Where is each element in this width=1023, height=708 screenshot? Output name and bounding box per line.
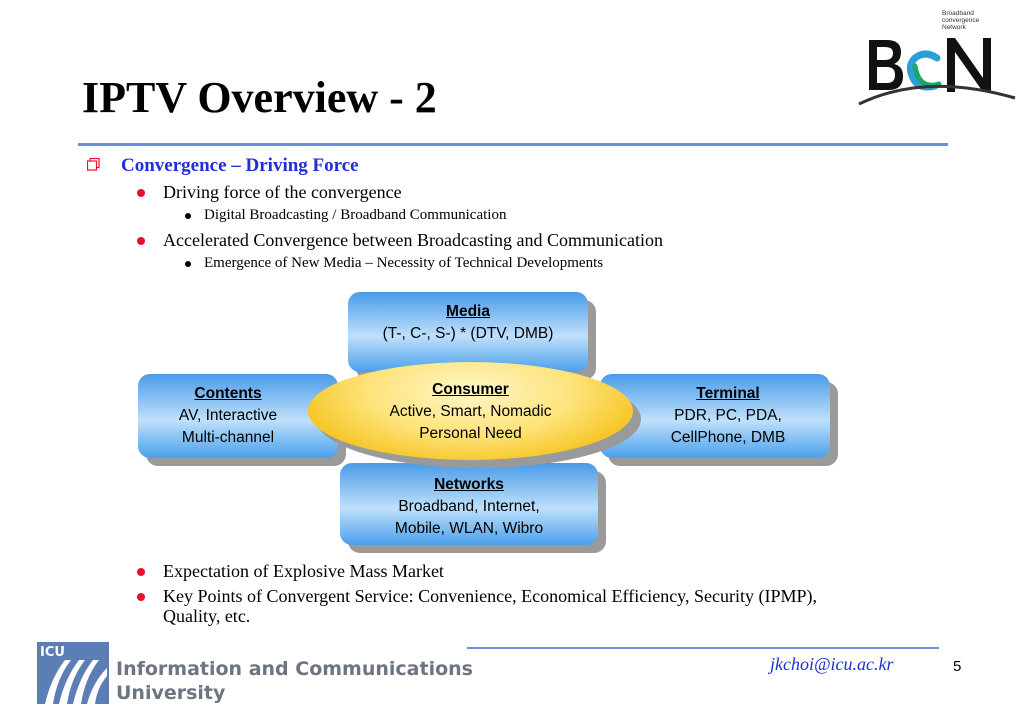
sub-bullet-text: Digital Broadcasting / Broadband Communi…: [204, 207, 507, 223]
icu-logo-icon: ICU: [37, 642, 109, 704]
logo-tagline-line: Broadband: [942, 10, 974, 17]
contents-detail: AV, Interactive: [178, 407, 278, 424]
square-bullet-icon: [87, 158, 100, 171]
media-box: Media (T-, C-, S-) * (DTV, DMB): [348, 292, 588, 372]
bullet-text: Quality, etc.: [163, 606, 251, 626]
bullet-item: Accelerated Convergence between Broadcas…: [137, 230, 663, 251]
section-heading-text: Convergence – Driving Force: [121, 155, 359, 176]
contents-detail: Multi-channel: [181, 429, 275, 446]
consumer-ellipse: Consumer Active, Smart, Nomadic Personal…: [308, 362, 633, 460]
footer-divider: [467, 647, 939, 649]
bcn-logo-icon: [858, 38, 1016, 106]
networks-detail: Broadband, Internet,: [398, 498, 540, 515]
author-email: jkchoi@icu.ac.kr: [770, 654, 894, 674]
sub-bullet-item: Digital Broadcasting / Broadband Communi…: [185, 207, 507, 224]
bullet-text: Driving force of the convergence: [163, 182, 402, 202]
university-name: Information and Communications Universit…: [116, 657, 473, 705]
logo-tagline-line: Network: [942, 24, 966, 31]
contents-box: Contents AV, Interactive Multi-channel: [138, 374, 338, 458]
terminal-heading: Terminal: [696, 385, 760, 402]
bullet-item: Expectation of Explosive Mass Market: [137, 561, 444, 582]
networks-detail: Mobile, WLAN, Wibro: [394, 520, 544, 537]
networks-box: Networks Broadband, Internet, Mobile, WL…: [340, 463, 598, 545]
bullet-text: Key Points of Convergent Service: Conven…: [163, 586, 818, 606]
consumer-heading: Consumer: [432, 381, 509, 398]
sub-bullet-dot-icon: [185, 261, 191, 267]
media-detail: (T-, C-, S-) * (DTV, DMB): [382, 325, 554, 342]
bullet-text: Accelerated Convergence between Broadcas…: [163, 230, 663, 250]
bullet-dot-icon: [137, 593, 145, 601]
sub-bullet-item: Emergence of New Media – Necessity of Te…: [185, 255, 604, 272]
bcn-logo: Broadband convergence Network: [855, 8, 1017, 112]
icu-logo-letters: ICU: [40, 645, 65, 660]
bullet-continuation: Quality, etc.: [163, 606, 250, 627]
bullet-item: Driving force of the convergence: [137, 182, 402, 203]
logo-tagline: Broadband convergence Network: [942, 10, 979, 31]
terminal-detail: CellPhone, DMB: [670, 429, 786, 446]
sub-bullet-text: Emergence of New Media – Necessity of Te…: [204, 255, 604, 271]
sub-bullet-dot-icon: [185, 213, 191, 219]
networks-heading: Networks: [434, 476, 504, 493]
bullet-dot-icon: [137, 568, 145, 576]
terminal-detail: PDR, PC, PDA,: [674, 407, 782, 424]
contents-heading: Contents: [194, 385, 262, 402]
consumer-detail: Personal Need: [419, 425, 522, 442]
bullet-text: Expectation of Explosive Mass Market: [163, 561, 444, 581]
logo-tagline-line: convergence: [942, 17, 980, 24]
consumer-detail: Active, Smart, Nomadic: [389, 403, 552, 420]
bullet-dot-icon: [137, 189, 145, 197]
icu-logo: ICU: [37, 642, 109, 704]
title-divider: [78, 143, 948, 146]
terminal-box: Terminal PDR, PC, PDA, CellPhone, DMB: [600, 374, 830, 458]
university-name-line: Information and Communications: [116, 658, 473, 680]
media-heading: Media: [446, 303, 490, 320]
bullet-item: Key Points of Convergent Service: Conven…: [137, 586, 818, 607]
slide-title: IPTV Overview - 2: [82, 73, 437, 122]
university-name-line: University: [116, 682, 226, 704]
bullet-dot-icon: [137, 237, 145, 245]
page-number: 5: [953, 658, 962, 675]
